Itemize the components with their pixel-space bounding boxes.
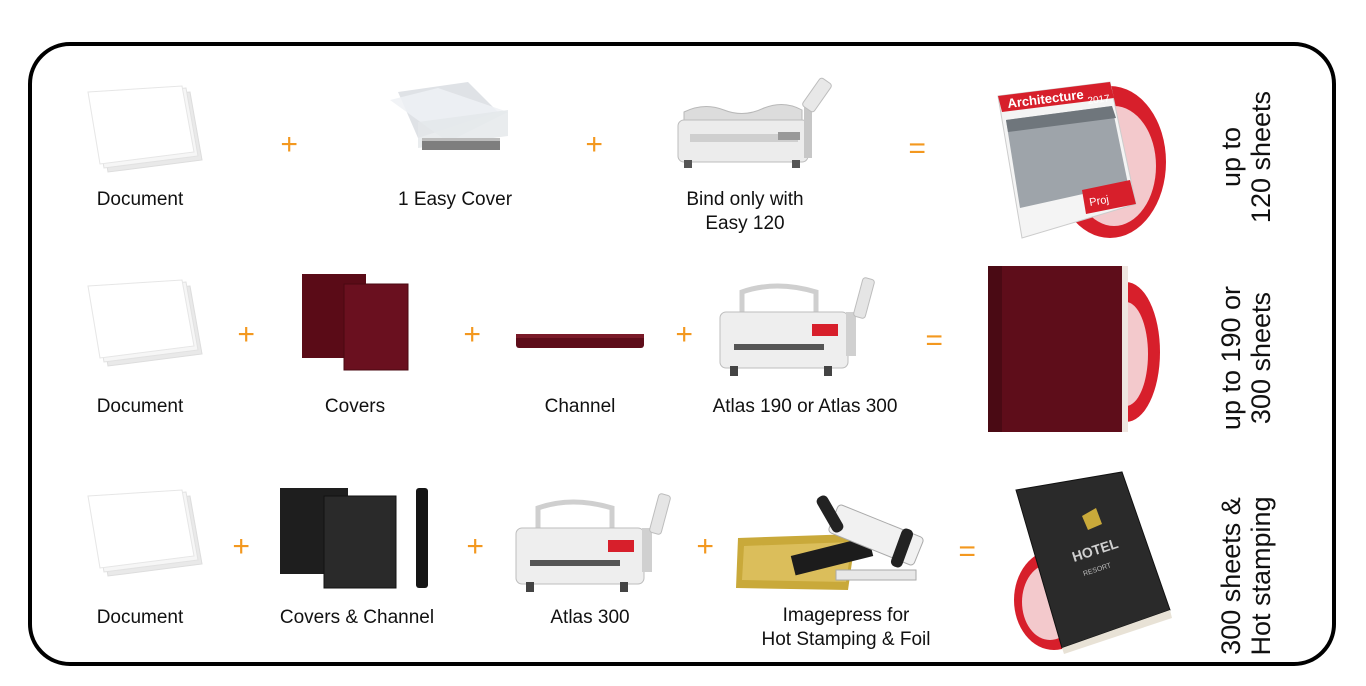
easy-120-machine-image: [674, 72, 844, 182]
label-document: Document: [96, 607, 184, 628]
side-label-row3: 300 sheets &Hot stamping: [1216, 496, 1276, 656]
book-burgundy-image: [986, 262, 1166, 434]
equals-operator: =: [908, 132, 926, 165]
atlas-300-machine-image: [512, 488, 682, 600]
label-covers: Covers: [324, 396, 386, 417]
plus-operator: +: [280, 128, 298, 161]
document-stack-image: [86, 85, 206, 178]
label-atlas-190-300: Atlas 190 or Atlas 300: [712, 396, 898, 417]
equals-operator: =: [925, 324, 943, 357]
document-stack-image: [86, 489, 206, 580]
imagepress-image: [736, 490, 936, 600]
book-year-text: 2017: [1087, 93, 1111, 107]
plus-operator: +: [585, 128, 603, 161]
easy-cover-image: [378, 82, 518, 164]
plus-operator: +: [466, 530, 484, 563]
black-covers-channel-image: [278, 488, 438, 592]
plus-operator: +: [463, 318, 481, 351]
plus-operator: +: [696, 530, 714, 563]
book-hotel-image: HOTEL RESORT: [1004, 470, 1174, 654]
equals-operator: =: [958, 535, 976, 568]
atlas-machine-image: [716, 272, 886, 384]
label-easy-cover: 1 Easy Cover: [397, 189, 513, 210]
plus-operator: +: [675, 318, 693, 351]
burgundy-channel-image: [516, 332, 646, 350]
label-document: Document: [96, 396, 184, 417]
label-atlas-300: Atlas 300: [550, 607, 630, 628]
burgundy-covers-image: [300, 272, 412, 372]
book-architecture-image: Architecture 2017 Proj: [990, 72, 1180, 242]
plus-operator: +: [237, 318, 255, 351]
label-document: Document: [96, 189, 184, 210]
label-covers-channel: Covers & Channel: [279, 607, 435, 628]
document-stack-image: [86, 279, 206, 370]
label-channel: Channel: [544, 396, 616, 417]
plus-operator: +: [232, 530, 250, 563]
book-sub-text: Proj: [1088, 194, 1109, 209]
